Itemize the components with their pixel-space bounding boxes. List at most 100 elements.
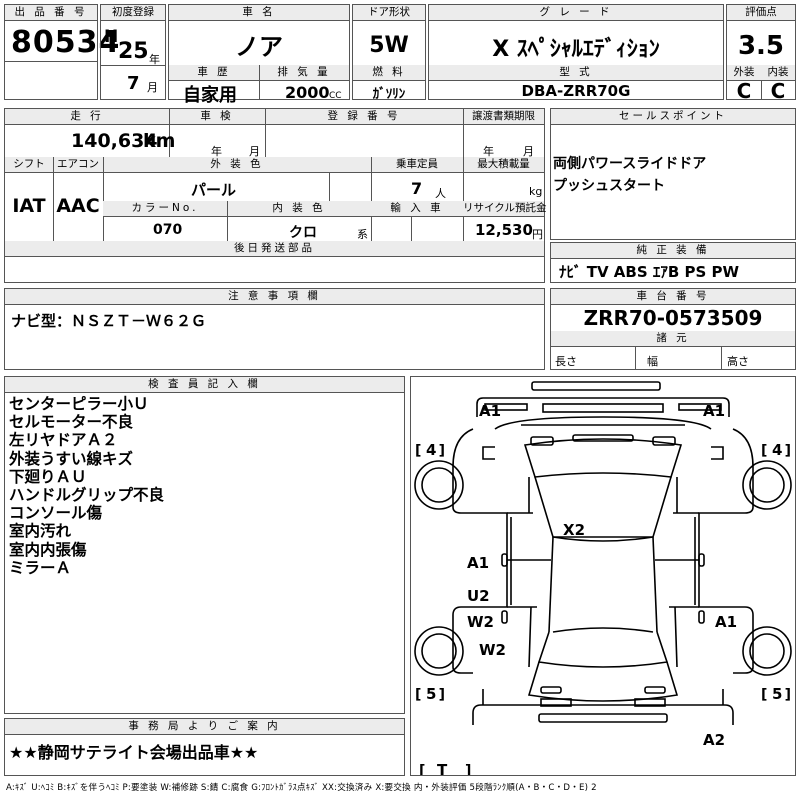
equipment-box: 純 正 装 備 ﾅﾋﾞ TV ABS ｴｱB PS PW <box>550 242 796 283</box>
mark-left-front-door: A1 <box>467 554 489 572</box>
car-name-label: 車 名 <box>169 5 349 21</box>
grade-label: グ レ ー ド <box>429 5 723 21</box>
notes-text: ナビ型：ＮＳＺＴ－Ｗ６２Ｇ <box>11 312 207 330</box>
svg-text:[: [ <box>415 443 421 459</box>
equipment-items: ﾅﾋﾞ TV ABS ｴｱB PS PW <box>559 263 740 281</box>
tire-front-right: 4 <box>772 441 782 459</box>
later-parts-label: 後日発送部品 <box>5 241 544 257</box>
equipment-label: 純 正 装 備 <box>551 243 795 259</box>
registration-number-label: 登 録 番 号 <box>265 109 463 125</box>
max-load-unit: kg <box>529 185 543 198</box>
grade-box: グ レ ー ド X ｽﾍﾟｼｬﾙｴﾃﾞｨｼｮﾝ 型 式 DBA-ZRR70G <box>428 4 724 100</box>
inspector-box: 検 査 員 記 入 欄 センターピラー小Ｕ セルモーター不良 左リヤドアＡ２ 外… <box>4 376 405 714</box>
remark-line: 外装うすい線キズ <box>9 449 134 468</box>
score-box: 評価点 3.5 外装 内装 C C <box>726 4 796 103</box>
color-number: 070 <box>153 222 183 238</box>
tire-rear-right: 5 <box>772 685 782 703</box>
remark-line: 室内内張傷 <box>9 540 87 559</box>
interior-color: クロ <box>289 225 317 241</box>
history-label: 車 歴 <box>169 65 259 81</box>
notes-label: 注 意 事 項 欄 <box>5 289 544 305</box>
first-registration-box: 初度登録 H 25 年 7 月 <box>100 4 166 100</box>
spare-tire: T <box>437 761 448 775</box>
remark-line: ミラーＡ <box>9 558 72 577</box>
vehicle-details-box: 走 行 車 検 登 録 番 号 譲渡書類期限 140,634 km 年 月 年 … <box>4 108 546 283</box>
inspector-label: 検 査 員 記 入 欄 <box>5 377 404 393</box>
registration-year: 25 <box>118 39 149 64</box>
score: 3.5 <box>737 31 785 61</box>
transfer-year-unit: 年 <box>483 145 494 158</box>
recycle-unit: 円 <box>532 228 543 241</box>
door-label: ドア形状 <box>353 5 425 21</box>
door-box: ドア形状 5W 燃 料 ｶﾞｿﾘﾝ <box>352 4 426 102</box>
mark-roof: X2 <box>563 521 585 539</box>
lot-number: 80534 <box>11 25 121 60</box>
car-name-box: 車 名 ノア 車 歴 排 気 量 自家用 2000 CC <box>168 4 350 106</box>
color-number-label: カラーNo. <box>103 201 227 217</box>
svg-text:]: ] <box>785 443 791 459</box>
height-label: 高さ <box>727 355 749 368</box>
history: 自家用 <box>183 85 237 106</box>
model-label: 型 式 <box>429 65 723 81</box>
chassis-box: 車 台 番 号 ZRR70-0573509 諸 元 長さ 幅 高さ <box>550 288 796 370</box>
inspection-year-unit: 年 <box>211 145 222 158</box>
mark-left-center-u2: U2 <box>467 587 490 605</box>
chassis-label: 車 台 番 号 <box>551 289 795 305</box>
svg-text:[: [ <box>419 763 425 775</box>
interior-color-unit: 系 <box>357 228 368 241</box>
office-box: 事 務 局 よ り ご 案 内 ★★静岡サテライト会場出品車★★ <box>4 718 405 776</box>
model: DBA-ZRR70G <box>521 82 631 100</box>
remark-line: セルモーター不良 <box>9 413 134 432</box>
svg-text:[: [ <box>761 443 767 459</box>
specs-label: 諸 元 <box>551 331 795 347</box>
interior-color-label: 内 装 色 <box>227 201 371 217</box>
mileage: 140,634 <box>71 130 158 152</box>
transfer-deadline-label: 譲渡書類期限 <box>463 109 544 125</box>
ac-label: エアコン <box>53 157 103 173</box>
width-label: 幅 <box>647 355 658 368</box>
import-label: 輸 入 車 <box>371 201 463 217</box>
sales-point-2: プッシュスタート <box>553 178 665 194</box>
svg-text:[: [ <box>415 687 421 703</box>
sales-points-label: セールスポイント <box>551 109 795 125</box>
sales-points-box: セールスポイント 両側パワースライドドア プッシュスタート <box>550 108 796 240</box>
capacity: 7 <box>411 179 423 198</box>
inspection-label: 車 検 <box>169 109 265 125</box>
tire-rear-left: 5 <box>426 685 436 703</box>
remark-line: 室内汚れ <box>9 522 72 541</box>
air-conditioner: AAC <box>56 195 100 217</box>
score-label: 評価点 <box>727 5 795 21</box>
chassis-number: ZRR70-0573509 <box>583 306 763 330</box>
svg-text:]: ] <box>465 763 471 775</box>
exterior-color-label: 外 装 色 <box>103 157 371 173</box>
legend: A:ｷｽﾞ U:ﾍｺﾐ B:ｷｽﾞを伴うﾍｺﾐ P:要塗装 W:補修跡 S:錆 … <box>6 783 597 793</box>
office-text: ★★静岡サテライト会場出品車★★ <box>9 743 259 762</box>
remark-line: 下廻りＡＵ <box>9 467 87 486</box>
mark-rear: A2 <box>703 731 725 749</box>
mark-front-right: A1 <box>703 402 725 420</box>
transfer-month-unit: 月 <box>523 145 534 158</box>
remark-line: ハンドルグリップ不良 <box>9 486 165 505</box>
first-registration-label: 初度登録 <box>101 5 165 21</box>
displacement-unit: CC <box>329 91 342 101</box>
tire-front-left: 4 <box>426 441 436 459</box>
recycle-deposit: 12,530 <box>475 221 533 239</box>
capacity-label: 乗車定員 <box>371 157 463 173</box>
sales-point-1: 両側パワースライドドア <box>553 156 707 172</box>
mark-front-left: A1 <box>479 402 501 420</box>
mark-left-rear: W2 <box>479 641 506 659</box>
remark-line: センターピラー小Ｕ <box>9 395 149 413</box>
inspection-month-unit: 月 <box>249 145 260 158</box>
max-load-label: 最大積載量 <box>463 157 544 173</box>
exterior-color: パール <box>191 181 237 199</box>
mileage-label: 走 行 <box>5 109 169 125</box>
interior-label: 内装 <box>761 65 795 81</box>
length-label: 長さ <box>555 355 577 368</box>
lot-number-label: 出 品 番 号 <box>5 5 97 21</box>
fuel-label: 燃 料 <box>353 65 425 81</box>
year-unit: 年 <box>149 53 160 66</box>
fuel: ｶﾞｿﾘﾝ <box>372 87 406 102</box>
month-unit: 月 <box>147 81 158 94</box>
notes-box: 注 意 事 項 欄 ナビ型：ＮＳＺＴ－Ｗ６２Ｇ <box>4 288 545 370</box>
capacity-unit: 人 <box>435 187 446 200</box>
